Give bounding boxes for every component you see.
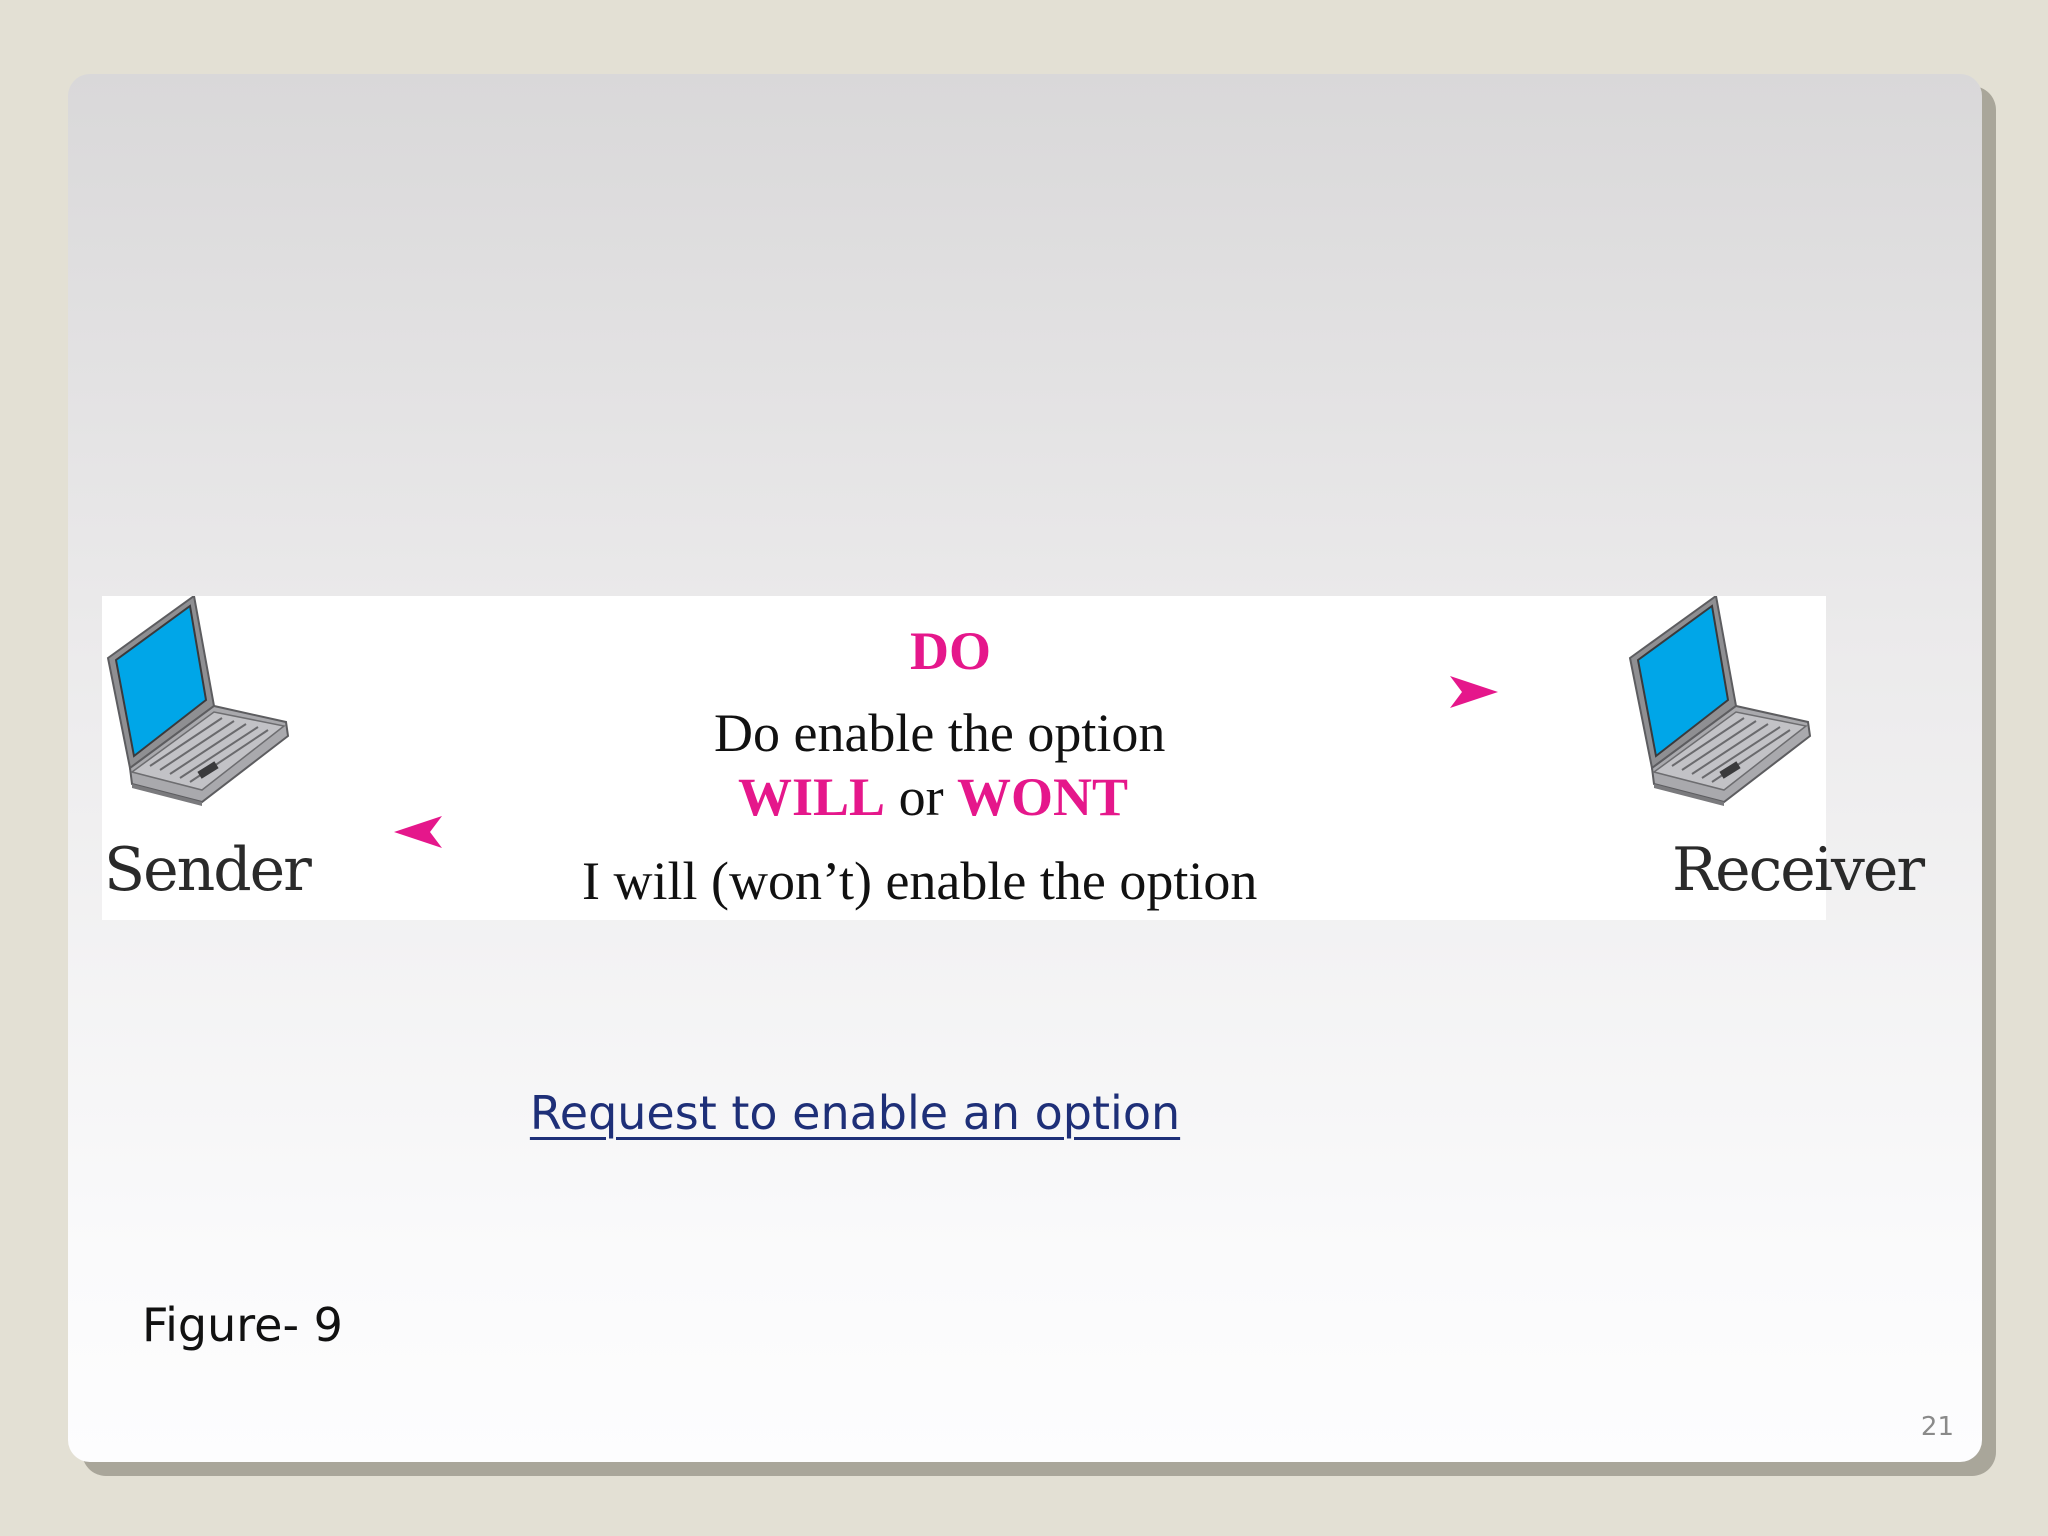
figure-caption: Request to enable an option [68, 1086, 1982, 1140]
laptop-icon [1628, 596, 1812, 806]
page-number: 21 [1920, 1412, 1954, 1442]
do-command-label: DO [910, 621, 991, 681]
figure-number-label: Figure- 9 [142, 1298, 343, 1352]
sender-label: Sender [104, 835, 312, 905]
caption-link[interactable]: Request to enable an option [529, 1086, 1181, 1140]
request-text: Do enable the option [714, 703, 1166, 763]
wont-command-label: WONT [957, 767, 1129, 827]
or-connector: or [898, 767, 944, 827]
response-text: I will (won’t) enable the option [582, 851, 1258, 911]
arrow-left-icon [394, 816, 442, 848]
arrow-right-icon [1450, 676, 1498, 708]
receiver-label: Receiver [1672, 835, 1925, 905]
will-command-label: WILL [738, 767, 886, 827]
response-command-line: WILL or WONT [738, 770, 1128, 824]
laptop-icon [106, 596, 290, 806]
option-negotiation-diagram: Sender Receiver DO Do enable the option … [102, 596, 1925, 920]
slide: Sender Receiver DO Do enable the option … [68, 74, 1982, 1462]
